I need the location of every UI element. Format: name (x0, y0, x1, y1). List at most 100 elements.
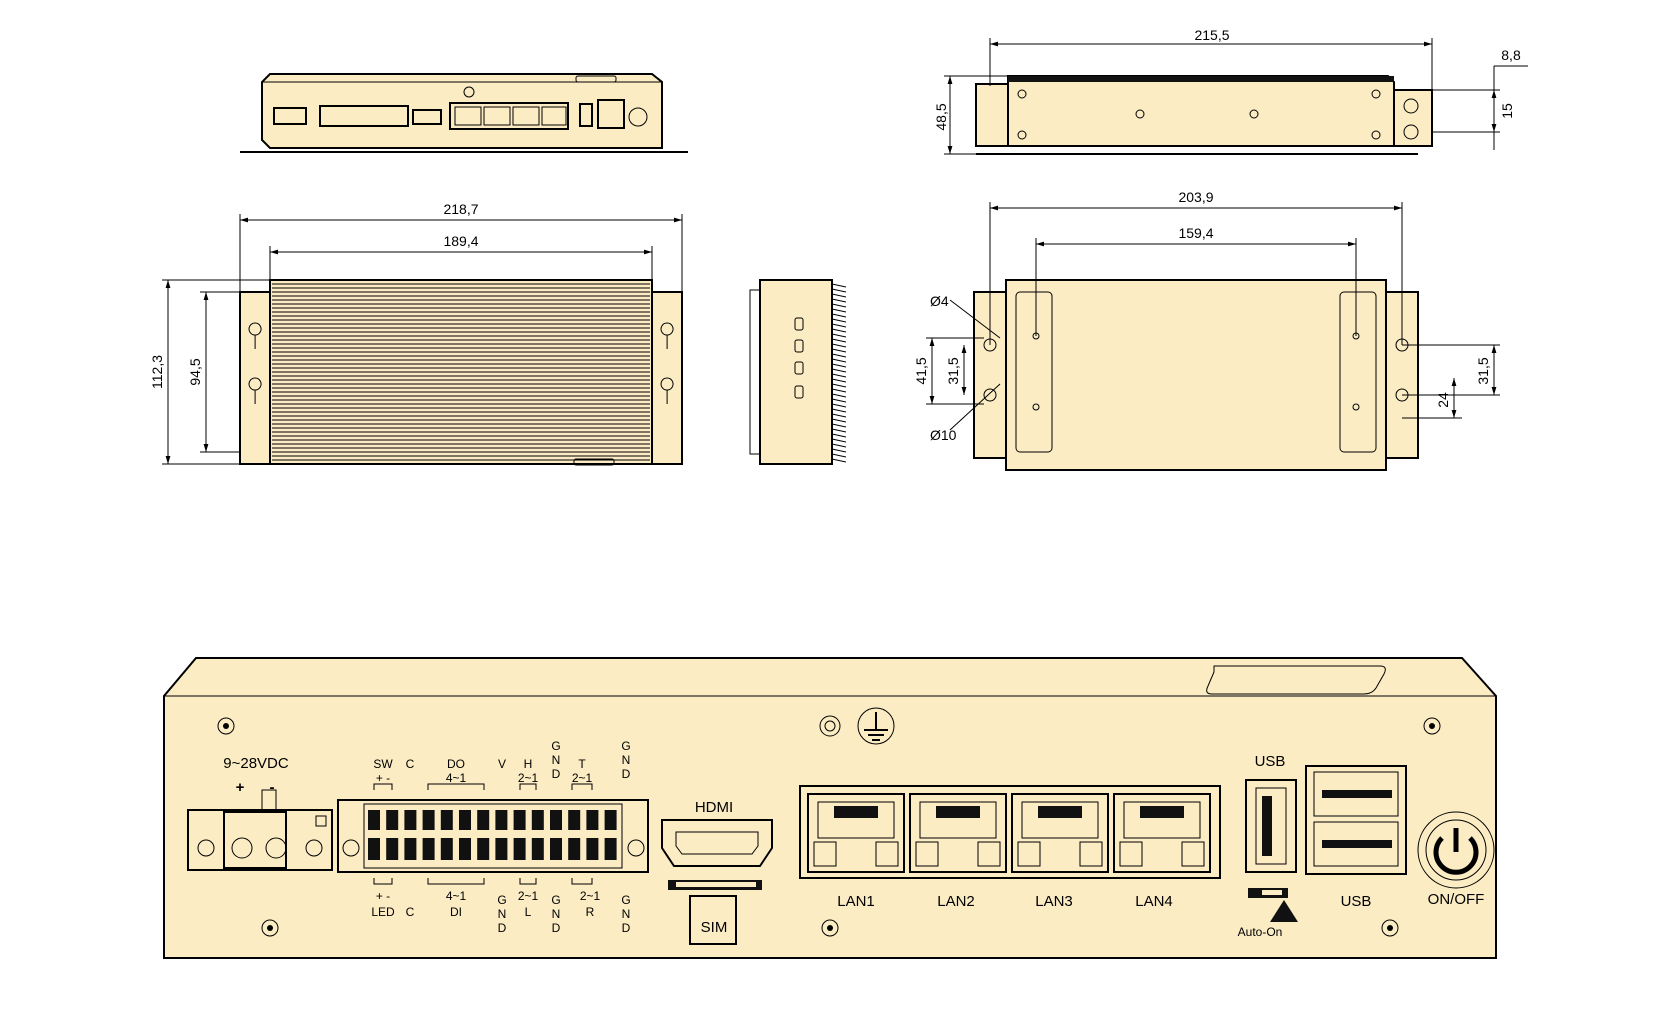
terminal-pin (404, 838, 417, 860)
terminal-pin (459, 810, 471, 830)
sim-label: SIM (701, 919, 728, 936)
side-fin (831, 453, 847, 458)
side-fin (831, 413, 847, 418)
gnd-top2-d: D (622, 767, 631, 781)
sw-pm-label: + - (376, 771, 390, 785)
lan3-label: LAN3 (1035, 893, 1073, 910)
terminal-pin (568, 838, 581, 860)
gnd-bot3-g: G (621, 893, 630, 907)
usb-single-port (1245, 779, 1297, 873)
usb-single-label: USB (1255, 753, 1286, 770)
power-button (1417, 811, 1495, 889)
terminal-pin (459, 838, 471, 860)
side-fin (831, 438, 847, 443)
dim-bottom-slot-pitch-right: 31,5 (1475, 357, 1491, 384)
terminal-pin (386, 838, 399, 860)
gnd-top2-n: N (622, 753, 631, 767)
lan-led-left (915, 841, 939, 867)
side-fin (831, 343, 847, 348)
hdmi-port (661, 819, 773, 867)
side-fin (831, 398, 847, 403)
terminal-pin (477, 838, 490, 860)
lan-port (807, 793, 905, 873)
side-fin (831, 373, 847, 378)
dim-top-depth: 112,3 (149, 355, 165, 389)
dim-bottom-width: 203,9 (1178, 189, 1213, 205)
terminal-pin (386, 810, 399, 830)
dim-bottom-depth: 41,5 (913, 357, 929, 384)
dio-terminal-block (337, 783, 649, 885)
gnd-top1-n: N (552, 753, 561, 767)
front-panel-large (163, 657, 1497, 959)
terminal-pin (550, 838, 562, 860)
side-fin (831, 313, 847, 318)
lan1-label: LAN1 (837, 893, 875, 910)
lan-led-left (1119, 841, 1143, 867)
sw-label: SW (373, 757, 393, 771)
l-label: L (525, 905, 532, 919)
side-fin (831, 388, 847, 393)
terminal-pin (513, 810, 526, 830)
side-fin (831, 333, 847, 338)
dim-top-inner-depth: 94,5 (187, 358, 203, 385)
terminal-pin (513, 838, 526, 860)
side-fin (831, 458, 847, 463)
gnd-bot2-g: G (551, 893, 560, 907)
dim-bottom-slot-pitch-left: 31,5 (945, 357, 961, 384)
terminal-pin (368, 810, 380, 830)
gnd-bot3-n: N (622, 907, 631, 921)
side-fin (831, 433, 847, 438)
lan-led-right (1079, 841, 1103, 867)
lan-led-left (1017, 841, 1041, 867)
c-top-label: C (406, 757, 415, 771)
lan-port (1011, 793, 1109, 873)
dim-top-width: 218,7 (443, 201, 478, 217)
side-fin (831, 408, 847, 413)
lan-led-right (977, 841, 1001, 867)
side-fin (831, 338, 847, 343)
lan-led-right (875, 841, 899, 867)
side-fin (831, 353, 847, 358)
lan-block (799, 785, 1221, 879)
terminal-pin (368, 838, 380, 860)
front-view-small (240, 73, 688, 153)
terminal-pin (550, 810, 562, 830)
lan2-label: LAN2 (937, 893, 975, 910)
side-fin (831, 323, 847, 328)
gnd-bot1-d: D (498, 921, 507, 935)
side-fin (831, 448, 847, 453)
gnd-top1-d: D (552, 767, 561, 781)
side-fin (831, 423, 847, 428)
lan-port (909, 793, 1007, 873)
lan-contacts (834, 806, 878, 818)
dim-top-inner: 189,4 (443, 233, 478, 249)
terminal-pin (440, 810, 453, 830)
sim-slot (668, 880, 762, 945)
lan-jack (919, 801, 997, 839)
lan4-label: LAN4 (1135, 893, 1173, 910)
do-label: DO (447, 757, 465, 771)
terminal-pin (477, 810, 490, 830)
side-fin (831, 363, 847, 368)
lan-port (1113, 793, 1211, 873)
minus-sign: - (270, 779, 275, 796)
lan-led-right (1181, 841, 1205, 867)
lan-led-left (813, 841, 837, 867)
terminal-pin (604, 838, 617, 860)
side-end-view (749, 279, 847, 465)
side-fin (831, 298, 847, 303)
side-fin (831, 288, 847, 293)
side-fin (831, 428, 847, 433)
lan-jack (817, 801, 895, 839)
dim-side-height: 48,5 (933, 103, 949, 130)
dim-flange-width: 8,8 (1501, 47, 1521, 63)
side-fin (831, 443, 847, 448)
c-bot-label: C (406, 905, 415, 919)
power-terminal (187, 789, 333, 871)
dim-side-length: 215,5 (1194, 27, 1229, 43)
r-label: R (586, 905, 595, 919)
dim-bottom-hole-pitch: 159,4 (1178, 225, 1213, 241)
dimension-lines (162, 38, 1528, 465)
lan-jack (1123, 801, 1201, 839)
l-range-label: 2~1 (518, 889, 539, 903)
